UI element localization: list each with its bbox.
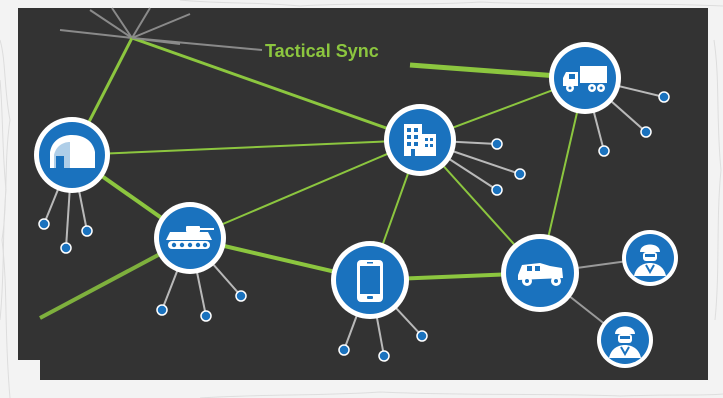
humvee-icon [518,263,563,286]
leaf-node [60,242,72,254]
leaf-node [235,290,247,302]
leaf-node [658,91,670,103]
node-humvee[interactable] [501,234,579,312]
leaf-node [598,145,610,157]
leaf-node [200,310,212,322]
leaf-node [81,225,93,237]
link-tent-hq [71,139,421,156]
shelter-icon [50,135,95,168]
node-truck[interactable] [549,42,621,114]
leaf-node [491,184,503,196]
node-soldier-1[interactable] [622,230,678,286]
node-soldier-2[interactable] [597,312,653,368]
node-smartphone[interactable] [331,241,409,319]
leaf-dots [38,91,670,362]
soldier-icon [609,326,641,358]
leaf-node [640,126,652,138]
leaf-node [514,168,526,180]
smartphone-icon [357,260,383,302]
armored-vehicle-icon [166,226,214,249]
link-hub-hq [131,36,421,142]
truck-icon [563,66,607,92]
leaf-node [416,330,428,342]
leaf-node [378,350,390,362]
building-icon [404,124,436,156]
diagram-title: Tactical Sync [265,41,379,61]
node-building[interactable] [384,104,456,176]
link-hub-title [131,37,263,51]
node-armored-vehicle[interactable] [154,202,226,274]
leaf-node [38,218,50,230]
link-tank-hq [189,139,421,239]
soldier-icon [634,244,666,276]
leaf-node [156,304,168,316]
node-shelter[interactable] [34,117,110,193]
leaf-node [491,138,503,150]
leaf-node [338,344,350,356]
